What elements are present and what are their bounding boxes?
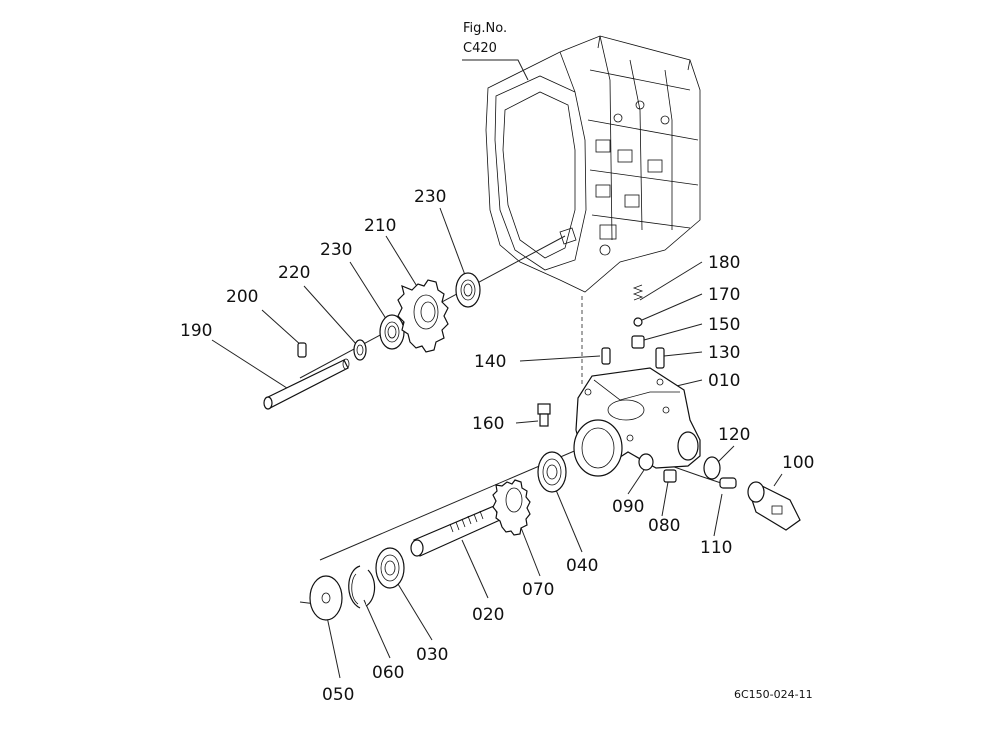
label-120: 120 xyxy=(718,425,750,445)
part-110-pin xyxy=(719,477,737,489)
part-190-shaft xyxy=(263,358,350,410)
label-090: 090 xyxy=(612,497,644,517)
part-030-bearing xyxy=(375,547,405,589)
part-100-coupling xyxy=(747,481,801,531)
label-150: 150 xyxy=(708,315,740,335)
label-170: 170 xyxy=(708,285,740,305)
label-140: 140 xyxy=(474,352,506,372)
label-010: 010 xyxy=(708,371,740,391)
part-080-bolt xyxy=(663,469,677,483)
transmission-case xyxy=(485,35,701,293)
part-140-pin xyxy=(601,347,611,365)
part-120-o-ring xyxy=(703,456,721,480)
label-100: 100 xyxy=(782,453,814,473)
part-050-washer xyxy=(309,575,343,621)
part-170-ball xyxy=(633,317,643,327)
label-030: 030 xyxy=(416,645,448,665)
part-160-bolt xyxy=(537,403,551,427)
leader-lines xyxy=(211,59,783,679)
part-060-snap-ring xyxy=(348,565,376,609)
drawing-code: 6C150-024-11 xyxy=(734,688,813,701)
label-210: 210 xyxy=(364,216,396,236)
label-060: 060 xyxy=(372,663,404,683)
label-050: 050 xyxy=(322,685,354,705)
label-160: 160 xyxy=(472,414,504,434)
part-210-gear xyxy=(397,279,449,353)
label-200: 200 xyxy=(226,287,258,307)
label-180: 180 xyxy=(708,253,740,273)
label-220: 220 xyxy=(278,263,310,283)
label-020: 020 xyxy=(472,605,504,625)
figure-label: Fig.No. xyxy=(463,21,507,36)
part-230-bearing-left xyxy=(379,314,405,350)
label-190: 190 xyxy=(180,321,212,341)
part-230-bearing-right xyxy=(455,272,481,308)
figure-number: C420 xyxy=(463,41,497,56)
part-040-bearing xyxy=(537,451,567,493)
part-220-washer xyxy=(353,339,367,361)
part-010-housing xyxy=(573,367,701,477)
part-090-plug xyxy=(638,453,654,471)
label-230-left: 230 xyxy=(320,240,352,260)
label-080: 080 xyxy=(648,516,680,536)
part-070-gear xyxy=(492,479,531,536)
part-020-shaft xyxy=(410,505,501,557)
label-230-right: 230 xyxy=(414,187,446,207)
part-200-pin xyxy=(297,342,307,358)
part-180-spring xyxy=(632,284,644,301)
part-150-plug xyxy=(631,335,645,349)
label-110: 110 xyxy=(700,538,732,558)
label-130: 130 xyxy=(708,343,740,363)
part-number-labels: 010 020 030 040 050 060 070 080 090 100 … xyxy=(180,187,814,705)
label-040: 040 xyxy=(566,556,598,576)
figure-reference: Fig.No. C420 xyxy=(463,21,507,56)
part-130-pin xyxy=(655,347,665,369)
label-070: 070 xyxy=(522,580,554,600)
